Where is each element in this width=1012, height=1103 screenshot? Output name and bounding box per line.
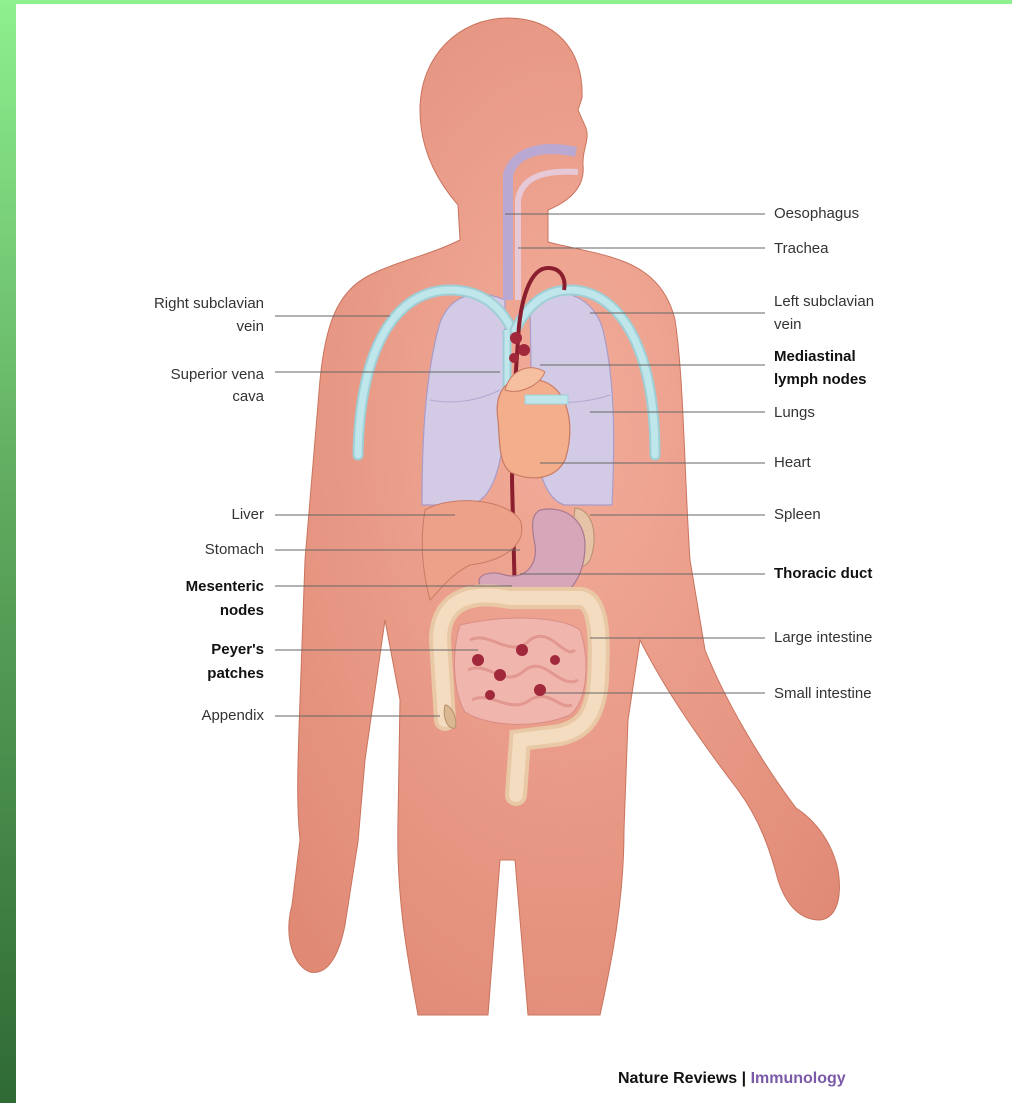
label-oesophagus: Oesophagus [774,203,859,225]
label-superior-vena-cava-line1: Superior vena [171,364,264,386]
label-mediastinal-line1: Mediastinal [774,346,856,368]
label-left-subclavian-line1: Left subclavian [774,291,874,313]
credit-separator: | [742,1070,746,1087]
label-stomach: Stomach [205,539,264,561]
label-left-subclavian-line2: vein [774,314,802,336]
label-peyers-line1: Peyer's [211,639,264,661]
source-credit: Nature Reviews | Immunology [618,1070,846,1088]
credit-journal: Nature Reviews [618,1070,737,1087]
label-mesenteric-line1: Mesenteric [186,576,264,598]
label-small-intestine: Small intestine [774,683,872,705]
label-superior-vena-cava-line2: cava [232,386,264,408]
label-appendix: Appendix [201,705,264,727]
label-trachea: Trachea [774,238,828,260]
label-right-subclavian-line2: vein [236,316,264,338]
label-lungs: Lungs [774,402,815,424]
credit-section: Immunology [751,1070,846,1087]
label-thoracic-duct: Thoracic duct [774,563,872,585]
label-mediastinal-line2: lymph nodes [774,369,867,391]
label-spleen: Spleen [774,504,821,526]
label-heart: Heart [774,452,811,474]
label-right-subclavian-line1: Right subclavian [154,293,264,315]
label-liver: Liver [231,504,264,526]
label-mesenteric-line2: nodes [220,600,264,622]
label-peyers-line2: patches [207,663,264,685]
label-large-intestine: Large intestine [774,627,872,649]
